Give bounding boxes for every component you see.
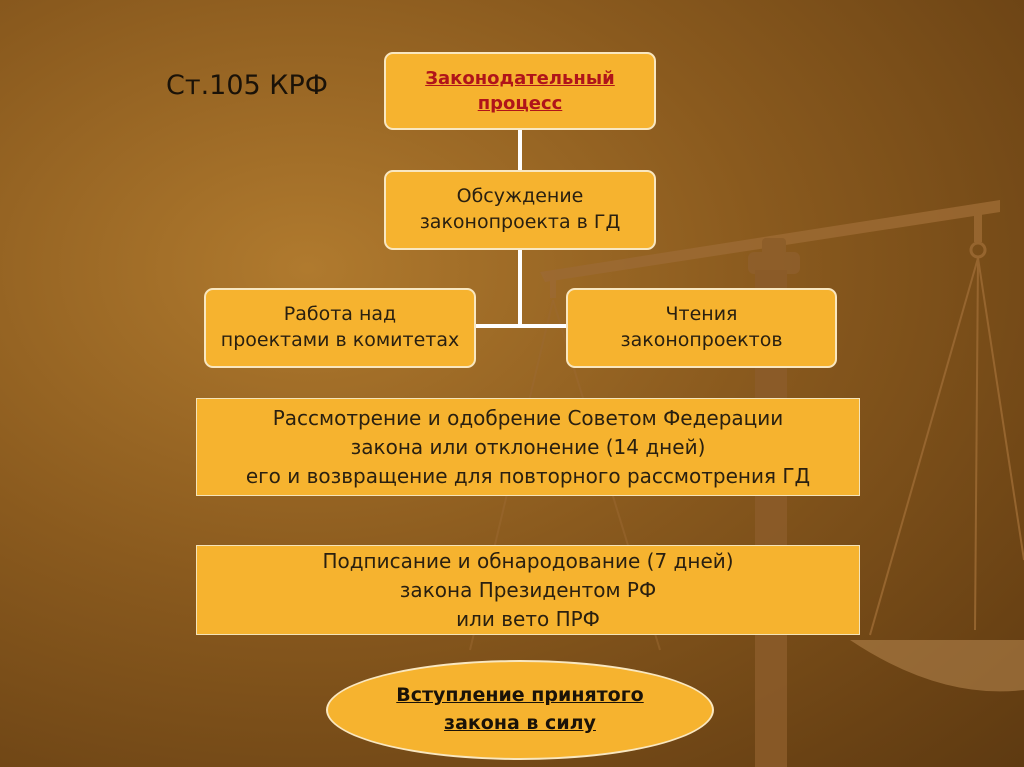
- federation-council-line2: закона или отклонение (14 дней): [350, 434, 706, 459]
- bill-discussion-line1: Обсуждение: [456, 185, 584, 208]
- bill-readings-line2: законопроектов: [620, 329, 783, 351]
- entry-into-force-line1: Вступление принятого: [396, 684, 644, 707]
- legislative-process-line1: Законодательный: [425, 67, 615, 89]
- president-signing-line2: закона Президентом РФ: [399, 577, 657, 602]
- committee-work-line2: проектами в комитетах: [220, 329, 460, 351]
- committee-work-box: Работа над проектами в комитетах: [204, 288, 476, 368]
- committee-work-line1: Работа над: [283, 303, 397, 326]
- federation-council-line3: его и возвращение для повторного рассмот…: [245, 463, 811, 488]
- president-signing-line3: или вето ПРФ: [456, 606, 600, 631]
- bill-discussion-box: Обсуждение законопроекта в ГД: [384, 170, 656, 250]
- president-signing-line1: Подписание и обнародование (7 дней): [322, 548, 734, 573]
- entry-into-force-line2: закона в силу: [444, 712, 596, 734]
- legislative-process-box: Законодательный процесс: [384, 52, 656, 130]
- federation-council-box: Рассмотрение и одобрение Советом Федерац…: [196, 398, 860, 496]
- bill-readings-line1: Чтения: [665, 303, 738, 326]
- bill-readings-box: Чтения законопроектов: [566, 288, 837, 368]
- federation-council-line1: Рассмотрение и одобрение Советом Федерац…: [272, 405, 784, 430]
- page-title: Ст.105 КРФ: [166, 70, 328, 101]
- president-signing-box: Подписание и обнародование (7 дней) зако…: [196, 545, 860, 635]
- legislative-process-line2: процесс: [477, 93, 563, 114]
- entry-into-force-oval: Вступление принятого закона в силу: [326, 660, 714, 760]
- bill-discussion-line2: законопроекта в ГД: [419, 211, 621, 233]
